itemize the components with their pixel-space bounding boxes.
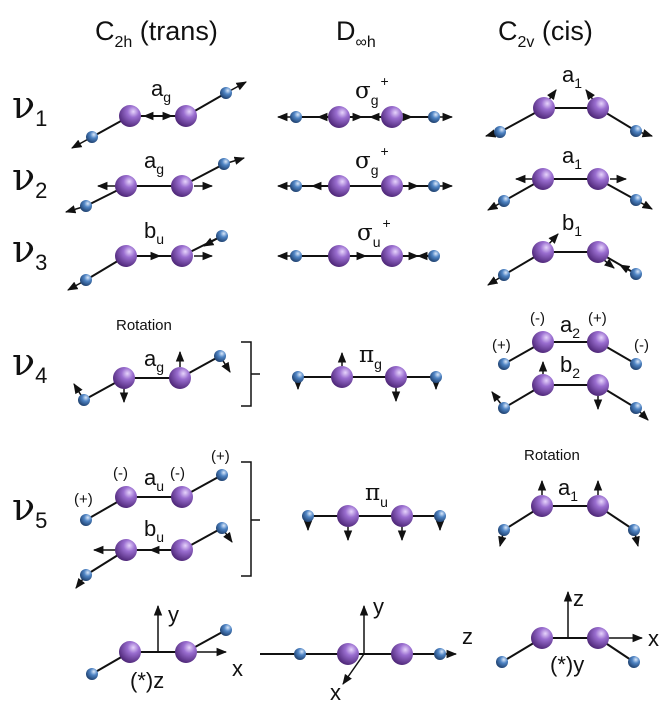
trans-axis-z-label: (*)z <box>130 668 164 693</box>
cis-nu4-sign-left-end: (+) <box>492 337 511 354</box>
trans-nu2-molecule <box>64 156 246 214</box>
mode-label-nu4: ν4 <box>12 340 47 388</box>
cis-axis-z-label: z <box>573 586 584 611</box>
linear-nu1-molecule <box>276 106 454 128</box>
cis-nu3-molecule <box>487 233 642 286</box>
trans-nu2-symmetry: ag <box>144 148 164 177</box>
header-c2h: C2h (trans) <box>95 16 218 51</box>
cis-nu4-sign-left-atom: (-) <box>530 310 545 327</box>
mode-label-nu3: ν3 <box>12 227 47 275</box>
mode-label-nu1: ν1 <box>12 83 47 131</box>
trans-rotation-label: Rotation <box>116 317 172 334</box>
linear-nu5-molecule <box>302 505 446 542</box>
cis-nu1-symmetry: a1 <box>562 62 582 91</box>
cis-axis-y-label: (*)y <box>550 652 584 677</box>
trans-nu5-au-symmetry: au <box>144 465 164 494</box>
trans-axes-molecule <box>86 604 232 680</box>
mode-label-nu5: ν5 <box>12 485 47 533</box>
trans-nu3-molecule <box>67 230 228 291</box>
linear-nu3-molecule <box>276 245 440 267</box>
trans-axis-y-label: y <box>168 602 179 627</box>
linear-nu5-symmetry: πu <box>365 480 388 510</box>
linear-nu4-molecule <box>292 351 442 403</box>
cis-nu4-sign-right-atom: (+) <box>588 310 607 327</box>
trans-nu1-molecule <box>71 81 247 149</box>
cis-nu4-a2-molecule <box>498 331 642 370</box>
linear-nu4-symmetry: πg <box>359 342 382 372</box>
cis-nu1-molecule <box>484 89 654 138</box>
cis-axis-x-label: x <box>648 626 659 651</box>
cis-nu4-b2-symmetry: b2 <box>560 352 580 381</box>
trans-nu5-sign-right-end: (+) <box>211 448 230 465</box>
cis-nu4-a2-symmetry: a2 <box>560 312 580 341</box>
header-dinfh: D∞h <box>336 16 376 51</box>
cis-nu5-symmetry: a1 <box>558 475 578 504</box>
cis-rotation-label: Rotation <box>524 447 580 464</box>
linear-nu1-symmetry: σg+ <box>355 73 389 108</box>
mode-label-nu2: ν2 <box>12 155 47 203</box>
linear-nu2-symmetry: σg+ <box>355 143 389 178</box>
bracket-nu4 <box>241 341 260 407</box>
trans-nu5-bu-symmetry: bu <box>144 516 164 545</box>
linear-axes-molecule <box>260 604 458 685</box>
trans-nu4-molecule <box>73 350 231 406</box>
trans-nu5-bu-molecule <box>75 522 233 589</box>
linear-nu3-symmetry: σu+ <box>357 215 391 250</box>
cis-nu3-symmetry: b1 <box>562 210 582 239</box>
cis-axes-molecule <box>496 590 644 668</box>
trans-nu5-au-molecule <box>80 469 228 526</box>
trans-nu3-symmetry: bu <box>144 218 164 247</box>
bracket-nu5 <box>241 461 260 577</box>
trans-nu4-symmetry: ag <box>144 346 164 375</box>
linear-nu2-molecule <box>276 175 454 197</box>
linear-axis-x-label: x <box>330 680 341 702</box>
linear-axis-z-label: z <box>462 624 473 649</box>
linear-axis-y-label: y <box>373 594 384 619</box>
trans-nu1-symmetry: ag <box>151 76 171 105</box>
trans-axis-x-label: x <box>232 656 243 681</box>
cis-nu5-molecule <box>498 479 640 548</box>
trans-nu5-sign-right-atom: (-) <box>170 465 185 482</box>
trans-nu5-sign-left-atom: (-) <box>113 465 128 482</box>
cis-nu2-molecule <box>487 168 653 211</box>
cis-nu2-symmetry: a1 <box>562 143 582 172</box>
cis-nu4-sign-right-end: (-) <box>634 337 649 354</box>
trans-nu5-sign-left-end: (+) <box>74 491 93 508</box>
header-c2v: C2v (cis) <box>498 16 593 51</box>
cis-nu4-b2-molecule <box>491 360 649 421</box>
